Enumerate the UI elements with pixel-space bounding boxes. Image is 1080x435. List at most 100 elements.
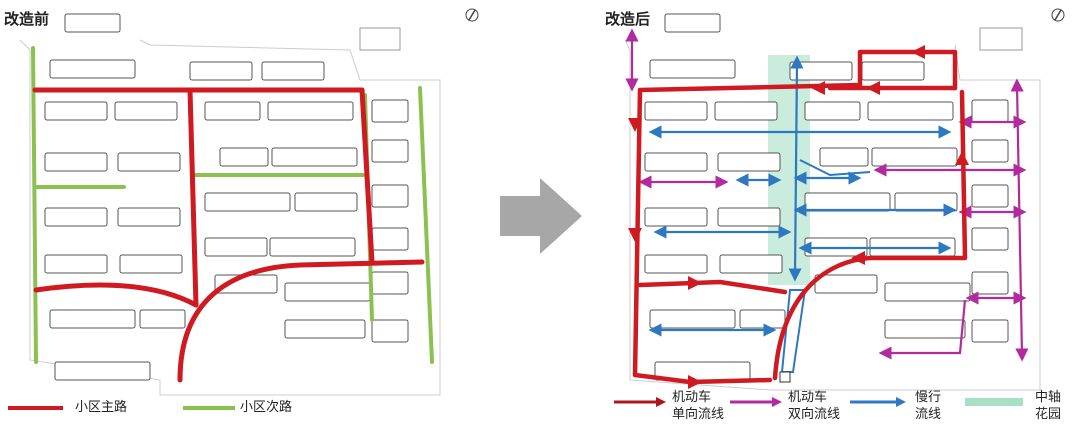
building (64, 13, 121, 33)
building (371, 139, 409, 163)
building (804, 192, 891, 212)
one-way-arrowhead (628, 228, 642, 242)
building (139, 309, 186, 329)
building (894, 192, 958, 212)
building (371, 99, 409, 123)
legend-two-way-label-1: 机动车 (788, 390, 828, 405)
building (44, 101, 108, 121)
building (267, 101, 354, 121)
building (644, 101, 708, 121)
building (814, 274, 878, 294)
right-arrow-icon (500, 178, 582, 254)
building (664, 13, 721, 33)
building (49, 309, 136, 329)
building (189, 61, 253, 81)
building (971, 319, 1009, 343)
building (204, 237, 268, 257)
one-way-loop (632, 49, 958, 385)
one-way-arrowhead (811, 81, 825, 95)
site-boundary (624, 39, 1041, 391)
building (54, 361, 151, 381)
building (114, 101, 178, 121)
one-way-arrowhead (866, 81, 880, 95)
building (871, 147, 958, 167)
legend-one-way-label-1: 机动车 (672, 390, 712, 405)
building (119, 254, 183, 274)
before-title: 改造前 (4, 10, 50, 28)
legend-secondary-road-label: 小区次路 (240, 400, 293, 415)
one-way-arrowheads (628, 45, 969, 389)
one-way-flows (632, 49, 968, 385)
legend-main-road-swatch (8, 406, 63, 410)
landmark-box (359, 27, 401, 51)
building-blocks (44, 13, 409, 381)
entrance-gate (779, 371, 791, 383)
building (44, 152, 108, 172)
building (294, 192, 358, 212)
main-road (187, 87, 199, 308)
building (284, 282, 371, 302)
building (261, 61, 325, 81)
one-way-flow-line (637, 279, 788, 295)
after-title: 改造后 (605, 10, 651, 28)
building (271, 147, 358, 167)
building (861, 61, 925, 81)
building (884, 282, 971, 302)
building (644, 152, 708, 172)
secondary-road (418, 86, 434, 364)
building (371, 271, 409, 295)
building (644, 207, 708, 227)
one-way-arrowhead (688, 375, 702, 389)
building (971, 271, 1009, 295)
building (204, 192, 291, 212)
building (44, 207, 108, 227)
building (649, 59, 736, 79)
main-road (33, 282, 199, 308)
one-way-arrowhead (628, 118, 642, 132)
building (819, 147, 869, 167)
building (371, 319, 409, 343)
building (971, 227, 1009, 251)
building (44, 254, 108, 274)
secondary-road (31, 46, 38, 364)
building (204, 101, 261, 121)
main-road (359, 87, 375, 265)
two-way-flows (625, 28, 1029, 362)
one-way-arrowhead (911, 45, 925, 59)
legend-slow-label-2: 流线 (915, 407, 942, 422)
legend-two-way-swatch (730, 397, 782, 407)
one-way-arrowhead (688, 276, 702, 290)
one-way-flow-line (772, 89, 968, 381)
building (867, 101, 954, 121)
one-way-arrowhead (851, 251, 865, 265)
building (719, 254, 783, 274)
building (284, 319, 366, 339)
building (117, 207, 181, 227)
site-boundary (19, 39, 441, 396)
slow-flow-line (788, 55, 804, 282)
building (649, 309, 736, 329)
main-road (177, 259, 425, 383)
legend-secondary-road-swatch (183, 406, 235, 410)
legend-garden-label-2: 花园 (1035, 407, 1062, 422)
building (739, 309, 786, 329)
slow-flow-line (799, 159, 871, 177)
building (884, 319, 966, 339)
north-arrow-icon (465, 8, 479, 22)
building (219, 147, 269, 167)
building (789, 61, 853, 81)
two-way-flow-line (878, 299, 967, 360)
building (717, 152, 781, 172)
building (371, 227, 409, 251)
building (971, 139, 1009, 163)
building (804, 101, 861, 121)
before-plan (8, 8, 479, 410)
building (971, 99, 1009, 123)
building (117, 152, 181, 172)
slow-flow-entrance (780, 289, 807, 373)
one-way-arrowhead (955, 151, 969, 165)
legend-one-way-swatch (614, 397, 666, 407)
landmark-box (979, 27, 1023, 51)
